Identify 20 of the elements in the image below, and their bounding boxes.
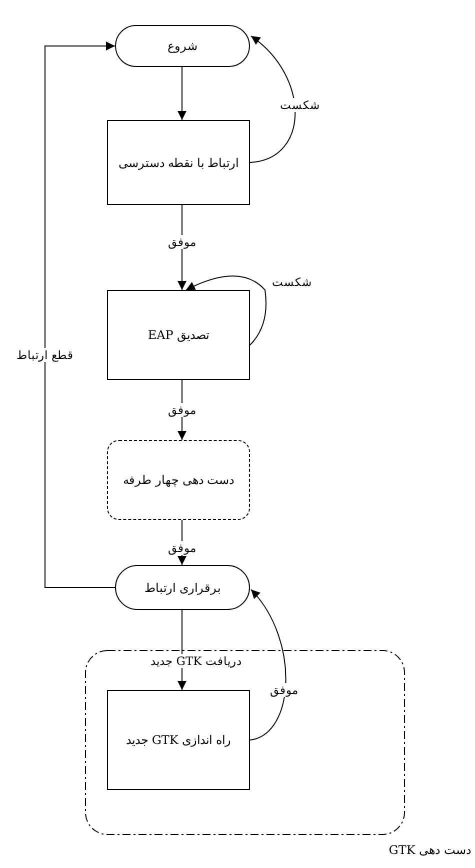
process-box: راه اندازی GTK جدید: [107, 690, 250, 790]
arrow: [44, 42, 116, 588]
terminal-shape: شروع: [115, 25, 250, 67]
dashed-process-box: دست دهی چهار طرفه: [107, 440, 250, 520]
terminal-shape: برقراری ارتباط: [115, 565, 250, 610]
process-box: تصدیق EAP: [107, 290, 250, 380]
edge-label: قطع ارتباط: [14, 348, 76, 362]
edge-label: شکست: [270, 275, 314, 289]
arrow: [186, 276, 266, 346]
arrow: [250, 589, 286, 740]
process-box: ارتباط با نقطه دسترسی: [107, 120, 250, 205]
region-title: دست دهی GTK: [388, 843, 471, 857]
edge-label: موفق: [166, 541, 198, 555]
edge-label: موفق: [166, 235, 198, 249]
edge-label: موفق: [166, 403, 198, 417]
arrow: [178, 66, 186, 120]
edge-label: دریافت GTK جدید: [148, 654, 244, 668]
edge-label: شکست: [278, 98, 322, 112]
arrow: [250, 36, 296, 163]
edge-label: موفق: [268, 683, 300, 697]
